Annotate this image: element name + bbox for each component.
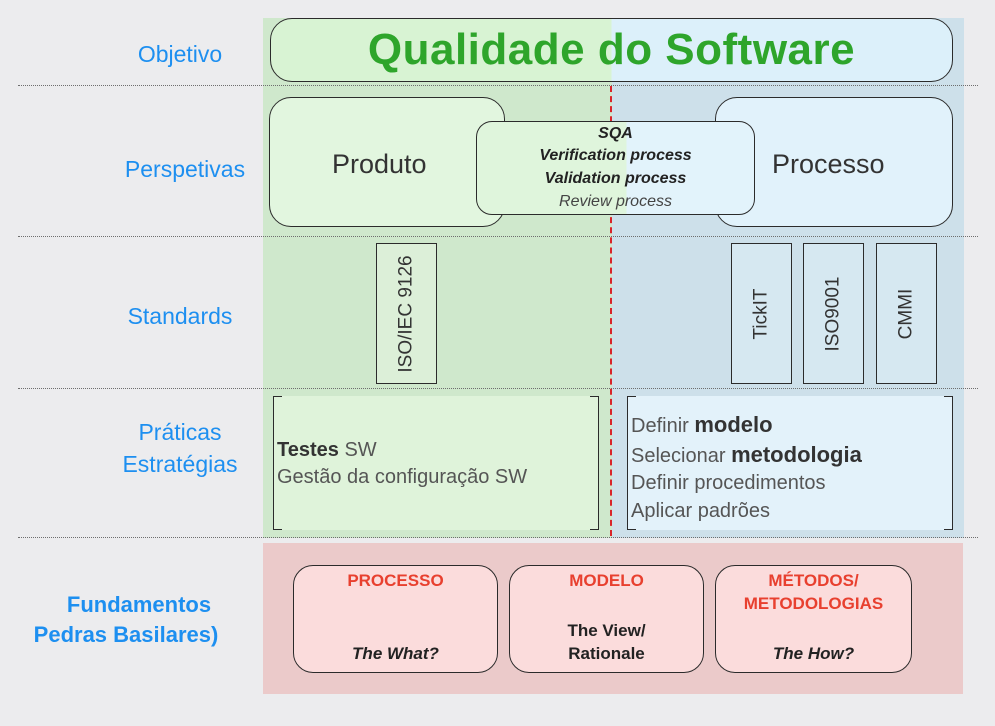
foundation-processo-title: PROCESSO [347, 571, 444, 590]
row-label-fundamentos: Fundamentos Pedras Basilares) [0, 590, 262, 649]
row-label-fundamentos-line1: Fundamentos [66, 592, 212, 617]
foundation-modelo-caption: The View/ Rationale [567, 621, 646, 664]
process-practices-list: Definir modelo Selecionar metodologia De… [631, 410, 951, 525]
sqa-validation: Validation process [544, 170, 687, 187]
foundation-metodos: MÉTODOS/ METODOLOGIAS The How? [715, 565, 912, 673]
sqa-verification: Verification process [539, 147, 692, 165]
produto-box: Produto [269, 97, 505, 227]
objective-box: Qualidade do Software [270, 18, 953, 82]
standard-cmmi-label: CMMI [895, 288, 917, 339]
foundation-modelo-title: MODELO [569, 571, 644, 590]
practice-selecionar-metodologia: Selecionar metodologia [631, 442, 862, 468]
row-label-praticas: Práticas Estratégias [110, 416, 250, 480]
foundation-metodos-caption: The How? [772, 644, 855, 664]
objective-title: Qualidade do Software [367, 25, 856, 74]
row-label-objetivo: Objetivo [137, 41, 223, 67]
practice-gestao: Gestão da configuração SW [277, 466, 528, 489]
sqa-box: SQA Verification process Validation proc… [476, 121, 755, 215]
processo-label: Processo [772, 149, 885, 179]
sqa-review: Review process [559, 192, 672, 210]
foundation-processo-caption: The What? [352, 644, 439, 664]
standard-tickit-label: TickIT [750, 287, 772, 340]
row-divider-3 [18, 388, 978, 389]
row-divider-4 [18, 537, 978, 538]
foundation-modelo: MODELO The View/ Rationale [509, 565, 704, 673]
produto-label: Produto [332, 149, 427, 179]
row-divider-2 [18, 236, 978, 237]
practice-aplicar-padroes: Aplicar padrões [631, 499, 770, 522]
product-practices-bracket: Testes SW Gestão da configuração SW [273, 396, 599, 530]
practice-testes: Testes SW [277, 439, 377, 461]
row-divider-1 [18, 85, 978, 86]
standard-iso9001: ISO9001 [803, 243, 864, 384]
standard-iso9001-label: ISO9001 [822, 276, 844, 351]
practice-definir-modelo: Definir modelo [631, 412, 773, 437]
product-practices-list: Testes SW Gestão da configuração SW [277, 437, 597, 491]
foundation-processo: PROCESSO The What? [293, 565, 498, 673]
foundation-metodos-title: MÉTODOS/ METODOLOGIAS [743, 571, 884, 613]
row-label-fundamentos-line2: Pedras Basilares) [33, 621, 219, 647]
process-practices-bracket: Definir modelo Selecionar metodologia De… [627, 396, 953, 530]
standard-iso-iec-9126: ISO/IEC 9126 [376, 243, 437, 384]
row-label-perspetivas: Perspetivas [124, 156, 246, 182]
sqa-title: SQA [598, 124, 633, 142]
row-label-praticas-line2: Estratégias [122, 451, 238, 478]
row-label-praticas-line1: Práticas [138, 419, 222, 445]
product-process-divider [610, 86, 612, 536]
row-label-standards: Standards [127, 303, 233, 329]
standard-tickit: TickIT [731, 243, 792, 384]
standard-cmmi: CMMI [876, 243, 937, 384]
practice-definir-procedimentos: Definir procedimentos [631, 472, 826, 495]
standard-iso-iec-9126-label: ISO/IEC 9126 [395, 254, 417, 373]
